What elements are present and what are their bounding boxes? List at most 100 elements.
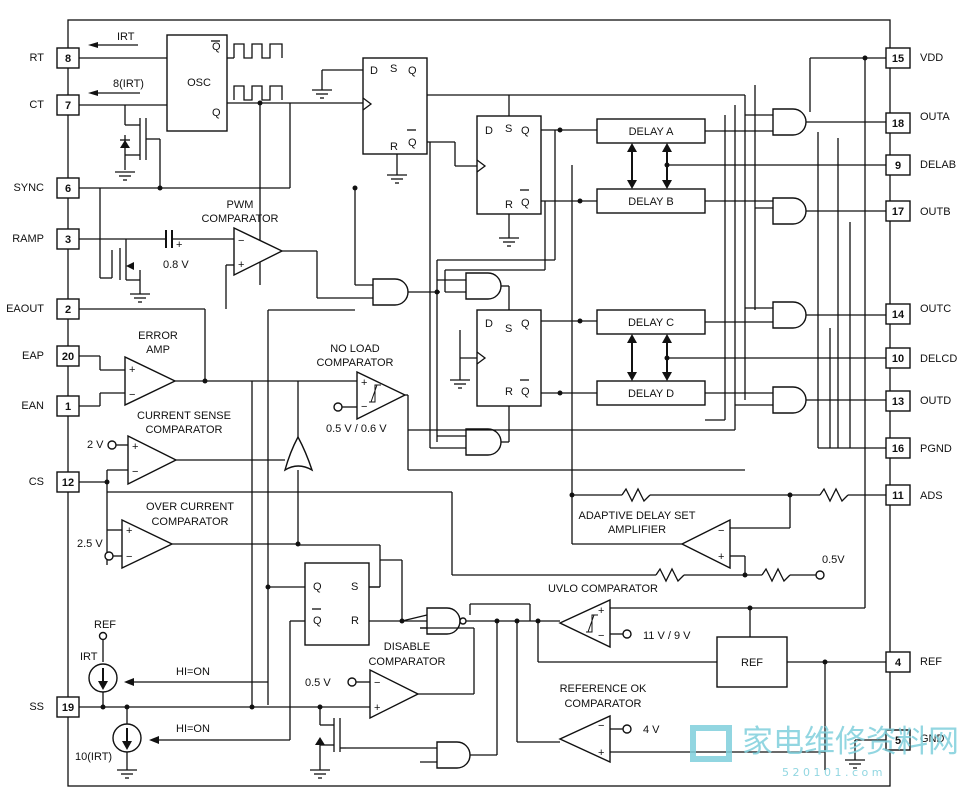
svg-text:10(IRT): 10(IRT) (75, 751, 112, 763)
svg-text:RT: RT (30, 52, 45, 64)
svg-text:EAOUT: EAOUT (6, 303, 44, 315)
pwm-comparator: − + (233, 226, 284, 277)
svg-text:DELCD: DELCD (920, 353, 957, 365)
and-gate-upper (465, 272, 502, 300)
svg-text:NO LOAD: NO LOAD (330, 343, 380, 355)
adaptive-delay-set-amplifier: − + (680, 518, 731, 570)
svg-text:0.5 V / 0.6 V: 0.5 V / 0.6 V (326, 423, 387, 435)
clock-waveform-icon-2 (233, 85, 283, 101)
pin-ean: 1 EAN (21, 395, 80, 417)
svg-text:18: 18 (892, 118, 904, 130)
svg-text:8(IRT): 8(IRT) (113, 78, 144, 90)
svg-text:+: + (598, 747, 604, 759)
svg-text:−: − (126, 551, 132, 563)
svg-text:DELAY B: DELAY B (628, 196, 673, 208)
svg-text:D: D (370, 65, 378, 77)
svg-text:AMP: AMP (146, 344, 170, 356)
svg-text:Q: Q (313, 581, 322, 593)
svg-text:REF: REF (94, 619, 116, 631)
svg-text:COMPARATOR: COMPARATOR (151, 516, 228, 528)
svg-text:0.8 V: 0.8 V (163, 259, 189, 271)
svg-text:R: R (390, 141, 398, 153)
svg-text:9: 9 (895, 160, 901, 172)
svg-text:ERROR: ERROR (138, 330, 178, 342)
svg-text:PWM: PWM (227, 199, 254, 211)
svg-text:−: − (129, 389, 135, 401)
reference-ok-comparator: − + (558, 714, 611, 764)
and-gate-main (372, 278, 409, 306)
svg-text:−: − (374, 677, 380, 689)
or-gate (283, 435, 314, 472)
pin-vdd: 15 VDD (885, 47, 943, 69)
watermark: 家电维修资料网 5 2 0 1 0 1 . c o m (690, 724, 959, 779)
svg-text:5 2 0 1 0 1 . c o m: 5 2 0 1 0 1 . c o m (782, 766, 882, 779)
nand-gate (426, 607, 467, 635)
pin-ramp: 3 RAMP (12, 228, 80, 250)
delay-link-arrows-icon (627, 143, 672, 381)
svg-text:15: 15 (892, 53, 904, 65)
svg-text:−: − (598, 630, 604, 642)
current-sink-icon (112, 723, 142, 753)
svg-text:8: 8 (65, 53, 71, 65)
svg-text:Q: Q (313, 615, 322, 627)
svg-text:S: S (351, 581, 358, 593)
svg-text:7: 7 (65, 100, 71, 112)
svg-text:IRT: IRT (117, 31, 135, 43)
svg-text:VDD: VDD (920, 52, 943, 64)
svg-text:RAMP: RAMP (12, 233, 44, 245)
flip-flop-toggle: D S Q R Q (362, 57, 428, 155)
svg-text:+: + (718, 551, 724, 563)
svg-text:COMPARATOR: COMPARATOR (316, 357, 393, 369)
pin-eaout: 2 EAOUT (6, 298, 80, 320)
and-gate-outb (772, 197, 807, 225)
over-current-comparator: + − (121, 518, 174, 570)
svg-text:DELAY C: DELAY C (628, 317, 674, 329)
pin-ct: 7 CT (29, 94, 80, 116)
delay-b: DELAY B (596, 188, 706, 214)
svg-text:ADS: ADS (920, 490, 943, 502)
svg-text:REF: REF (741, 657, 763, 669)
svg-text:Q: Q (408, 65, 417, 77)
svg-text:CURRENT SENSE: CURRENT SENSE (137, 410, 231, 422)
svg-text:2.5 V: 2.5 V (77, 538, 103, 550)
svg-text:4 V: 4 V (643, 724, 660, 736)
pin-ads: 11 ADS (885, 484, 943, 506)
svg-text:+: + (126, 525, 132, 537)
pin-eap: 20 EAP (22, 345, 80, 367)
svg-text:EAN: EAN (21, 400, 44, 412)
svg-text:ADAPTIVE DELAY SET: ADAPTIVE DELAY SET (579, 510, 696, 522)
oscillator: OSC Q Q (166, 34, 228, 132)
svg-text:COMPARATOR: COMPARATOR (201, 213, 278, 225)
pin-outb: 17 OUTB (885, 200, 951, 222)
svg-text:−: − (238, 235, 244, 247)
svg-text:Q: Q (521, 197, 530, 209)
and-gate-lower (465, 428, 502, 456)
delay-c: DELAY C (596, 309, 706, 335)
pin-sync: 6 SYNC (13, 177, 80, 199)
svg-text:1: 1 (65, 401, 71, 413)
and-gate-outd (772, 386, 807, 414)
delay-a: DELAY A (596, 118, 706, 144)
svg-text:CS: CS (29, 476, 44, 488)
svg-text:Q: Q (521, 318, 530, 330)
svg-text:OVER CURRENT: OVER CURRENT (146, 501, 234, 513)
ref-block: REF (716, 636, 788, 688)
pin-ss: 19 SS (29, 696, 80, 718)
svg-text:0.5 V: 0.5 V (305, 677, 331, 689)
no-load-comparator: + − (356, 370, 407, 421)
svg-text:HI=ON: HI=ON (176, 723, 210, 735)
svg-text:+: + (374, 702, 380, 714)
svg-text:Q: Q (408, 137, 417, 149)
svg-text:OUTC: OUTC (920, 303, 951, 315)
svg-text:3: 3 (65, 234, 71, 246)
watermark-logo-icon (690, 725, 732, 762)
svg-text:EAP: EAP (22, 350, 44, 362)
resistor-icon (621, 487, 651, 503)
svg-text:OUTD: OUTD (920, 395, 951, 407)
svg-text:17: 17 (892, 206, 904, 218)
svg-text:SS: SS (29, 701, 44, 713)
svg-text:−: − (598, 720, 604, 732)
svg-text:COMPARATOR: COMPARATOR (145, 424, 222, 436)
svg-text:13: 13 (892, 396, 904, 408)
svg-text:COMPARATOR: COMPARATOR (564, 698, 641, 710)
